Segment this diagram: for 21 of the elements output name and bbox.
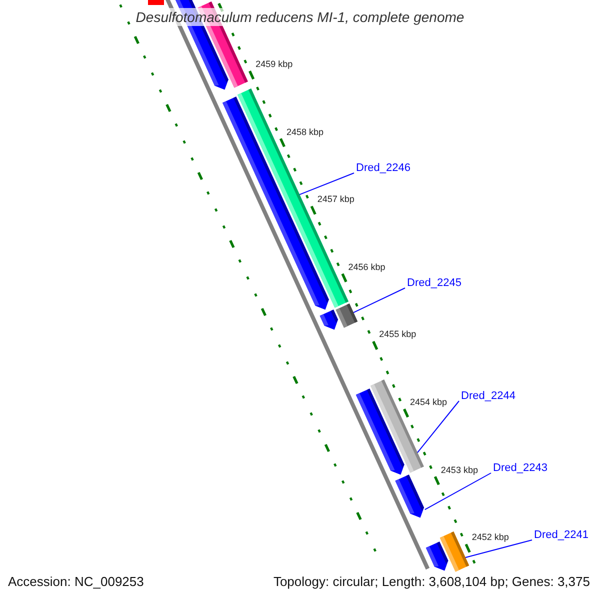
gene-block — [395, 474, 424, 518]
scale-label: 2452 kbp — [472, 532, 509, 544]
scale-label: 2456 kbp — [348, 262, 386, 273]
gene-label: Dred_2244 — [461, 390, 516, 403]
scale-label: 2457 kbp — [317, 194, 354, 206]
leader-line — [299, 172, 354, 196]
gene-label: Dred_2241 — [534, 529, 588, 542]
leader-line — [417, 400, 460, 454]
leader-line — [424, 472, 492, 510]
scale-label: 2459 kbp — [256, 59, 293, 70]
gene-label: Dred_2246 — [356, 162, 410, 175]
scale-label: 2454 kbp — [410, 397, 448, 408]
gene-block — [336, 304, 358, 328]
scale-label: 2453 kbp — [440, 464, 478, 476]
gene-block — [440, 532, 470, 572]
scale-label: 2455 kbp — [379, 329, 416, 340]
leader-line — [353, 288, 406, 314]
gene-label: Dred_2245 — [407, 277, 462, 290]
leader-line — [464, 540, 532, 558]
scale-label: 2458 kbp — [286, 126, 324, 138]
gene-label: Dred_2243 — [493, 462, 548, 475]
